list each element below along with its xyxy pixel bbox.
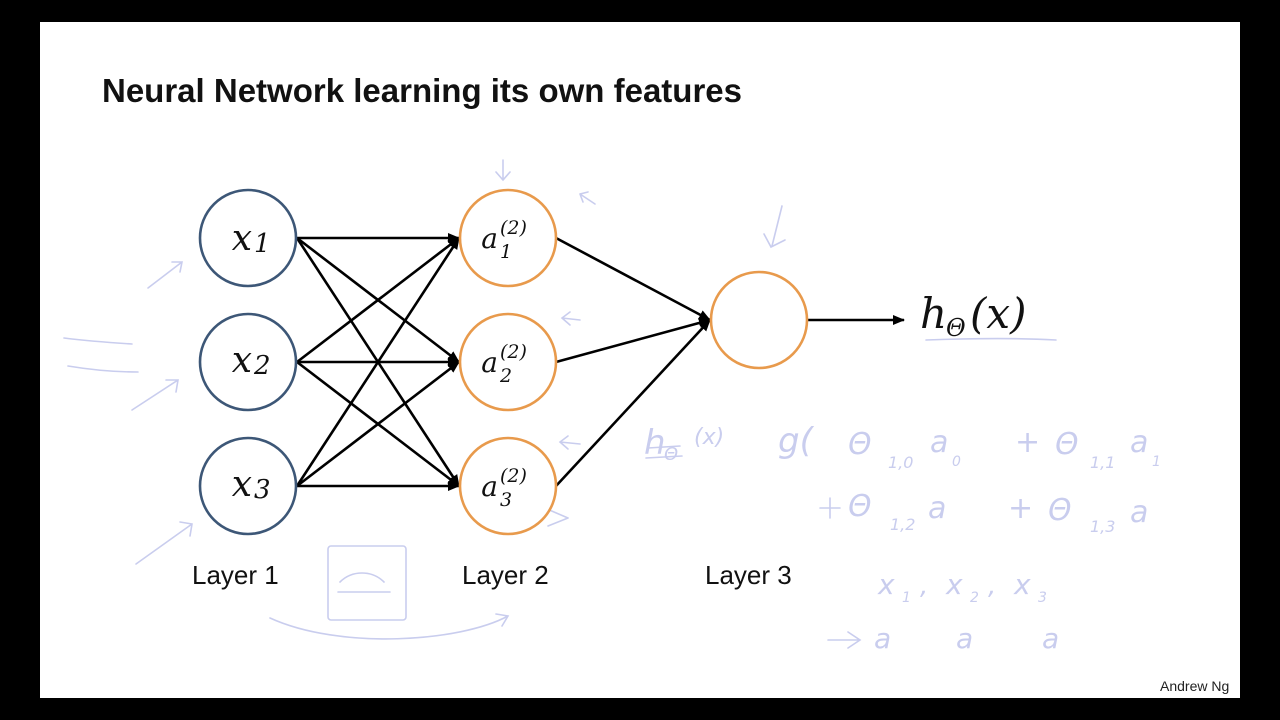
svg-text:a: a bbox=[1130, 425, 1148, 460]
slide: Neural Network learning its own features bbox=[40, 22, 1240, 698]
node-var: a bbox=[481, 222, 498, 255]
input-node-x3: x 3 bbox=[198, 436, 298, 536]
svg-text:Θ: Θ bbox=[1048, 493, 1072, 528]
output-node bbox=[709, 270, 809, 370]
svg-text:(x): (x) bbox=[694, 425, 724, 450]
svg-text:,: , bbox=[920, 571, 928, 601]
input-node-x1: x 1 bbox=[198, 188, 298, 288]
svg-text:Θ: Θ bbox=[848, 427, 872, 462]
layer-1-label: Layer 1 bbox=[192, 560, 279, 590]
svg-text:+: + bbox=[1008, 491, 1033, 526]
node-var: x bbox=[232, 218, 252, 259]
svg-text:Θ: Θ bbox=[848, 489, 872, 524]
output-theta: Θ bbox=[946, 314, 966, 342]
svg-text:a: a bbox=[1130, 495, 1148, 530]
node-sub: 3 bbox=[254, 475, 271, 505]
node-sup: (2) bbox=[500, 217, 527, 239]
node-var: x bbox=[232, 464, 252, 505]
svg-text:2: 2 bbox=[970, 590, 979, 606]
svg-text:1,0: 1,0 bbox=[888, 453, 913, 472]
svg-text:0: 0 bbox=[952, 454, 961, 470]
hypothesis-output: h Θ (x) bbox=[920, 289, 1026, 342]
pen-annotations: h Θ (x) g( Θ 1,0 a 0 + Θ 1,1 a 1 Θ 1,2 a… bbox=[63, 159, 1161, 655]
neural-network-diagram: h Θ (x) g( Θ 1,0 a 0 + Θ 1,1 a 1 Θ 1,2 a… bbox=[63, 159, 1161, 655]
svg-text:1: 1 bbox=[1152, 454, 1161, 470]
svg-text:x: x bbox=[945, 568, 963, 601]
svg-text:+: + bbox=[1015, 425, 1040, 460]
node-sub: 2 bbox=[499, 365, 512, 387]
svg-text:Θ: Θ bbox=[1055, 427, 1079, 462]
edges-layer1-to-layer2 bbox=[295, 233, 461, 491]
node-var: a bbox=[481, 470, 498, 503]
svg-text:a: a bbox=[1042, 622, 1059, 655]
layer-3-label: Layer 3 bbox=[705, 560, 792, 590]
svg-text:Θ: Θ bbox=[664, 444, 678, 465]
node-sub: 2 bbox=[253, 351, 271, 381]
edge-a1-out bbox=[555, 236, 711, 322]
hidden-node-a1: a 1 (2) bbox=[458, 188, 558, 288]
edge-a3-out bbox=[555, 319, 711, 487]
author-credit: Andrew Ng bbox=[1160, 678, 1230, 694]
layer1-nodes: x 1 x 2 x 3 bbox=[198, 188, 298, 536]
svg-text:1: 1 bbox=[902, 590, 911, 606]
svg-text:h: h bbox=[644, 423, 666, 463]
edge-a2-out bbox=[555, 318, 711, 364]
edge-x3-a1 bbox=[295, 237, 461, 487]
input-node-x2: x 2 bbox=[198, 312, 298, 412]
layer2-nodes: a 1 (2) a 2 (2) a 3 (2) bbox=[458, 188, 558, 536]
svg-text:a: a bbox=[928, 491, 946, 526]
hidden-node-a3: a 3 (2) bbox=[458, 436, 558, 536]
node-sub: 1 bbox=[254, 229, 271, 259]
output-arg: (x) bbox=[970, 289, 1026, 338]
edges-layer2-to-layer3 bbox=[555, 236, 905, 487]
svg-text:1,2: 1,2 bbox=[890, 515, 915, 534]
svg-text:a: a bbox=[930, 425, 948, 460]
svg-text:,: , bbox=[988, 571, 996, 601]
node-var: x bbox=[232, 340, 252, 381]
layer-2-label: Layer 2 bbox=[462, 560, 549, 590]
svg-text:x: x bbox=[1013, 568, 1031, 601]
node-sub: 3 bbox=[500, 489, 512, 511]
slide-title: Neural Network learning its own features bbox=[102, 72, 742, 109]
node-sub: 1 bbox=[500, 241, 512, 263]
node-var: a bbox=[481, 346, 498, 379]
output-h: h bbox=[920, 289, 947, 338]
svg-text:1,3: 1,3 bbox=[1090, 517, 1115, 536]
svg-text:1,1: 1,1 bbox=[1090, 453, 1115, 472]
edge-x3-a2 bbox=[296, 360, 460, 488]
edge-x2-a1 bbox=[296, 236, 460, 364]
node-sup: (2) bbox=[500, 341, 527, 363]
svg-text:3: 3 bbox=[1038, 590, 1047, 606]
node-sup: (2) bbox=[500, 465, 527, 487]
svg-text:g(: g( bbox=[778, 421, 815, 461]
svg-text:a: a bbox=[874, 622, 891, 655]
hidden-node-a2: a 2 (2) bbox=[458, 312, 558, 412]
svg-text:x: x bbox=[877, 568, 895, 601]
svg-text:a: a bbox=[956, 622, 973, 655]
